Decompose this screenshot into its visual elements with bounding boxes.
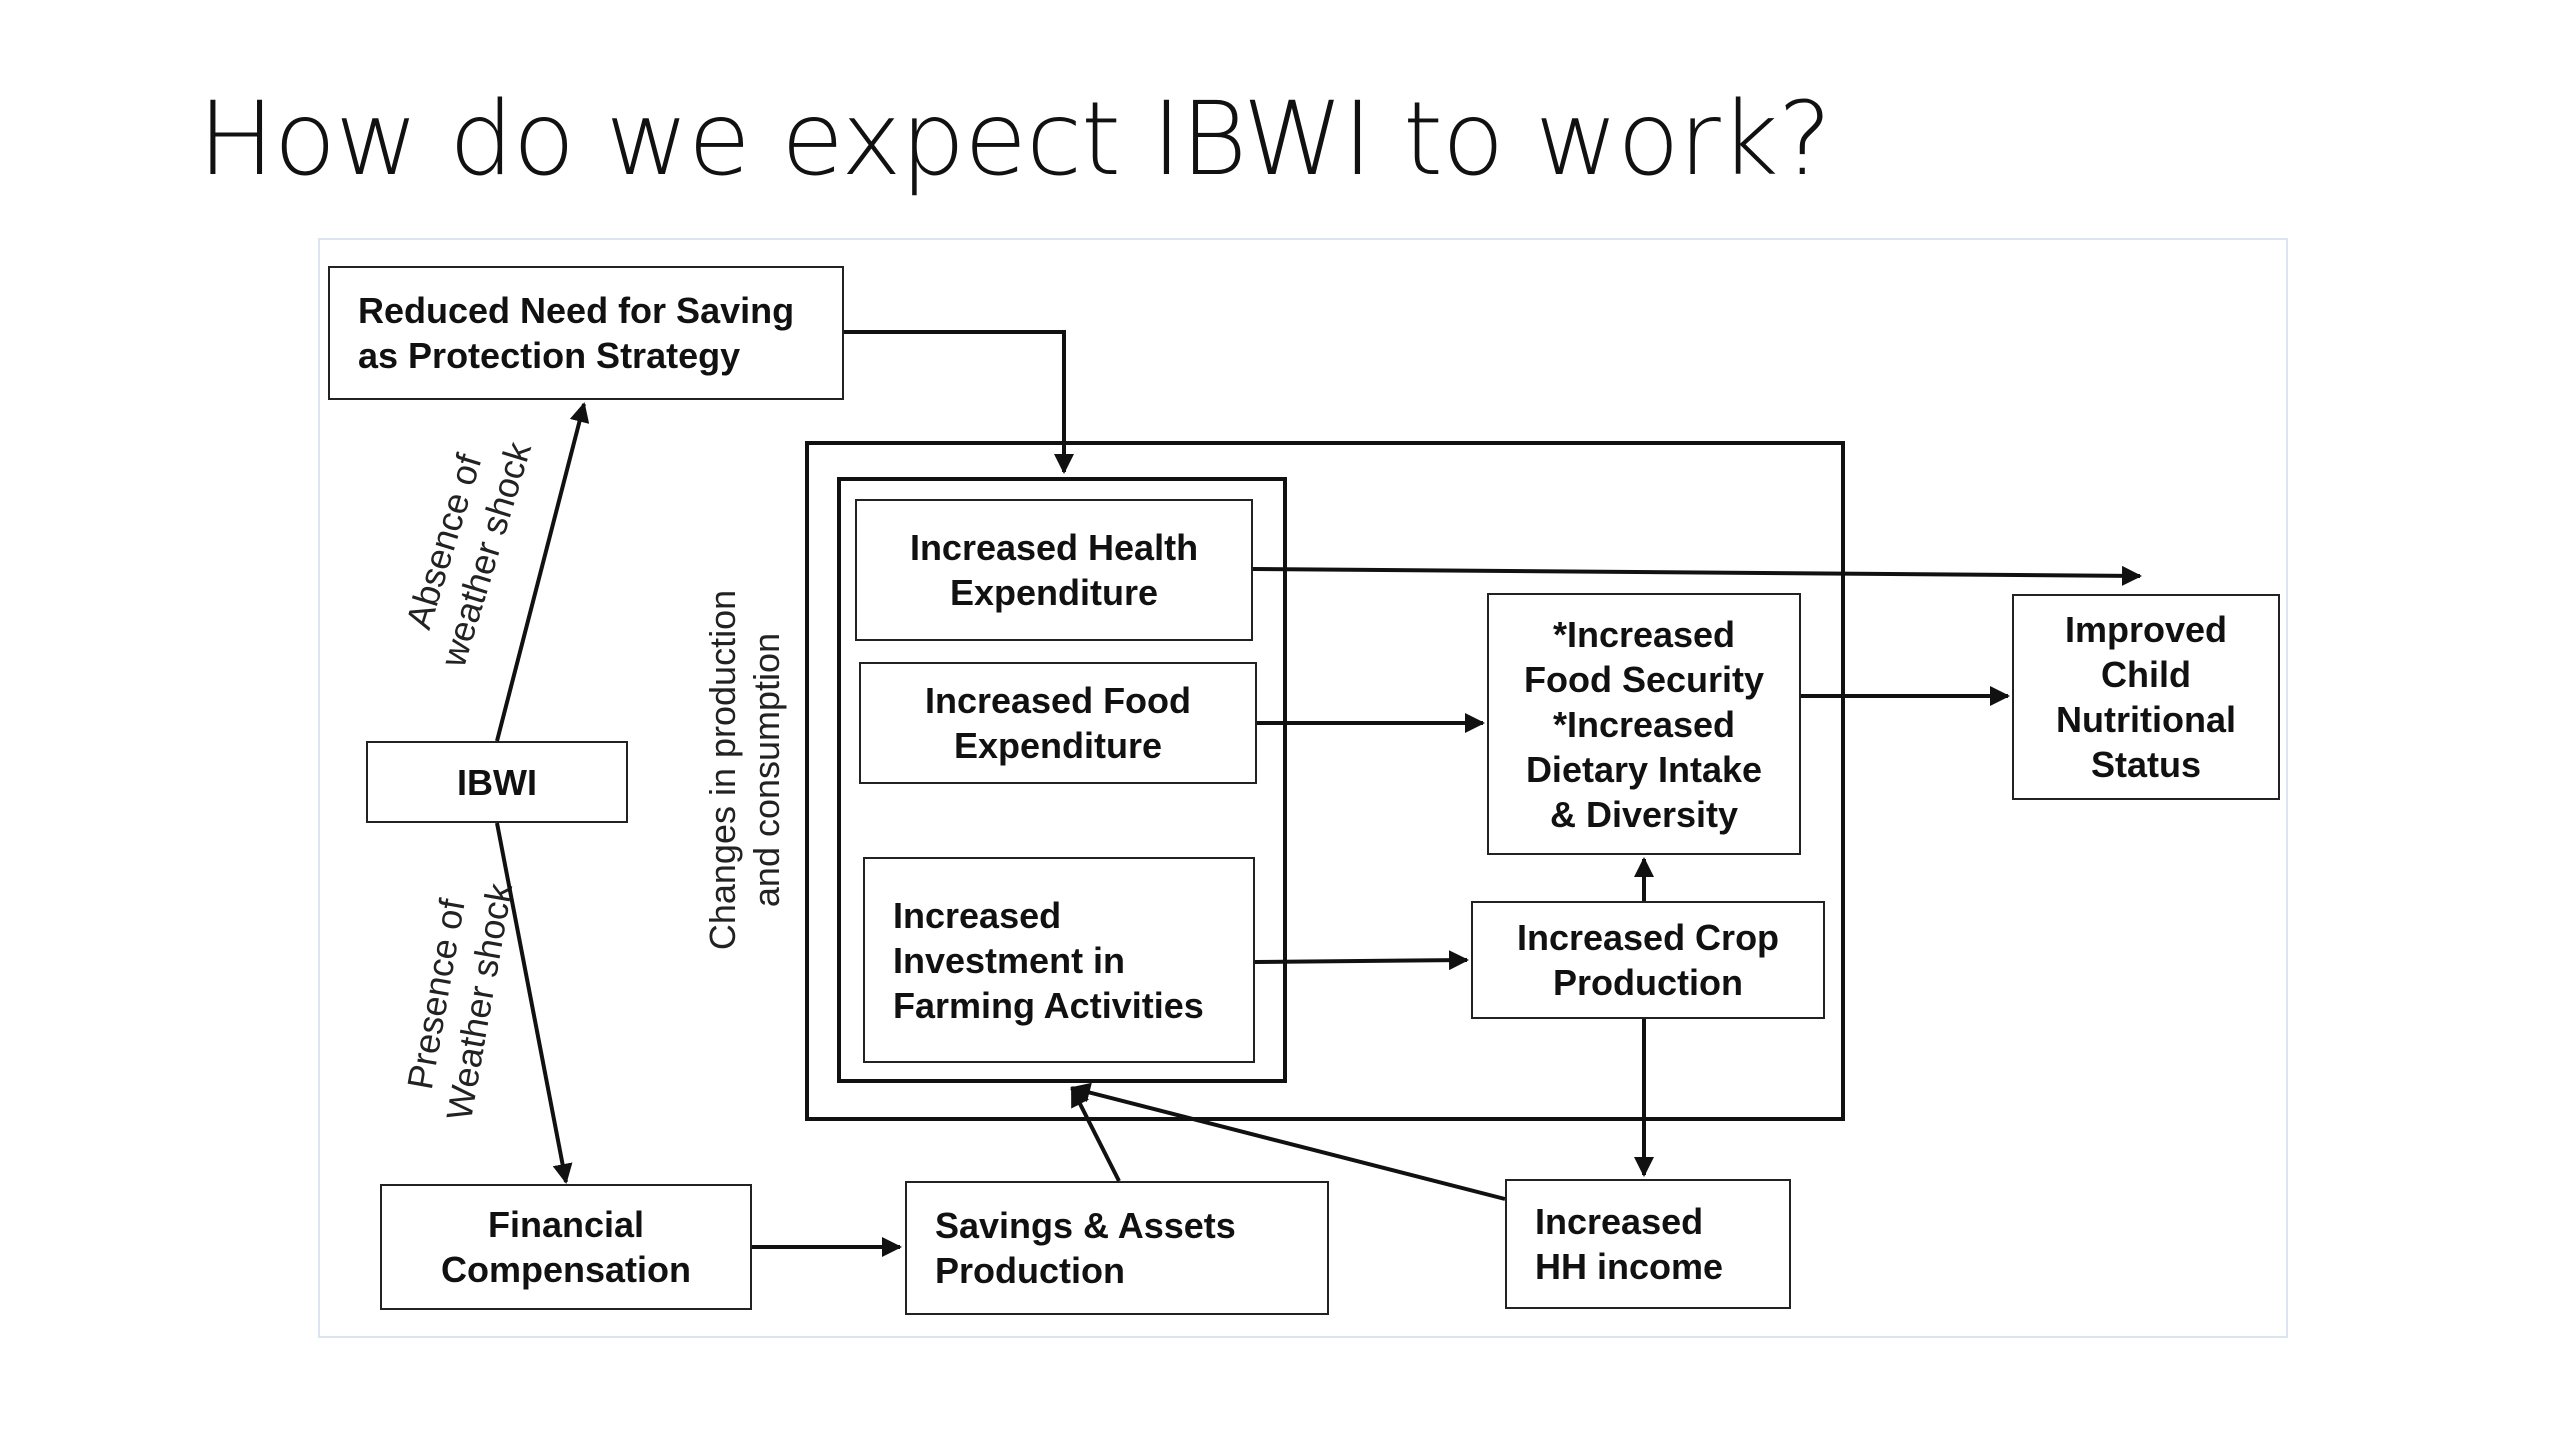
food-security-line-2: Food Security <box>1523 658 1765 700</box>
investment-line-3: Farming Activities <box>893 984 1204 1026</box>
hh-income-line-1: Increased <box>1535 1201 1704 1242</box>
box-food-expenditure: Increased Food Expenditure <box>859 662 1257 784</box>
box-reduced-need-saving: Reduced Need for Saving as Protection St… <box>328 266 844 400</box>
ibwi-label: IBWI <box>457 761 537 803</box>
box-financial-compensation: Financial Compensation <box>380 1184 752 1310</box>
crop-line-1: Increased Crop <box>1516 917 1780 958</box>
changes-line-2: and consumption <box>746 632 787 908</box>
food-security-line-3: *Increased <box>1552 703 1736 745</box>
reduced-need-line-2: as Protection Strategy <box>358 335 741 376</box>
box-health-expenditure: Increased Health Expenditure <box>855 499 1253 641</box>
box-hh-income: Increased HH income <box>1505 1179 1791 1309</box>
financial-comp-line-1: Financial <box>487 1204 645 1245</box>
food-security-line-4: Dietary Intake <box>1525 748 1763 790</box>
box-savings-assets: Savings & Assets Production <box>905 1181 1329 1315</box>
child-nutrition-line-3: Nutritional <box>2056 699 2236 740</box>
child-nutrition-line-4: Status <box>2090 744 2202 785</box>
child-nutrition-line-2: Child <box>2101 654 2191 695</box>
food-security-line-5: & Diversity <box>1549 793 1739 835</box>
savings-line-1: Savings & Assets <box>935 1205 1236 1246</box>
health-line-1: Increased Health <box>909 527 1199 568</box>
slide-title: How do we expect IBWI to work? <box>198 80 1832 199</box>
label-changes-production-consumption: Changes in production and consumption <box>701 590 789 950</box>
savings-line-2: Production <box>935 1250 1125 1291</box>
changes-line-1: Changes in production <box>702 589 743 951</box>
box-crop-production: Increased Crop Production <box>1471 901 1825 1019</box>
investment-line-2: Investment in <box>893 939 1126 981</box>
box-investment-farming: Increased Investment in Farming Activiti… <box>863 857 1255 1063</box>
box-child-nutrition: Improved Child Nutritional Status <box>2012 594 2280 800</box>
food-exp-line-2: Expenditure <box>953 725 1163 766</box>
diagram-frame <box>318 238 2288 1338</box>
crop-line-2: Production <box>1553 962 1743 1003</box>
financial-comp-line-2: Compensation <box>440 1249 691 1290</box>
box-ibwi: IBWI <box>366 741 628 823</box>
inner-group-rect <box>837 477 1287 1083</box>
health-line-2: Expenditure <box>949 572 1159 613</box>
food-exp-line-1: Increased Food <box>924 680 1192 721</box>
investment-line-1: Increased <box>893 894 1062 936</box>
reduced-need-line-1: Reduced Need for Saving <box>358 290 795 331</box>
child-nutrition-line-1: Improved <box>2064 609 2228 650</box>
box-food-security: *Increased Food Security *Increased Diet… <box>1487 593 1801 855</box>
food-security-line-1: *Increased <box>1552 613 1736 655</box>
hh-income-line-2: HH income <box>1535 1246 1724 1287</box>
